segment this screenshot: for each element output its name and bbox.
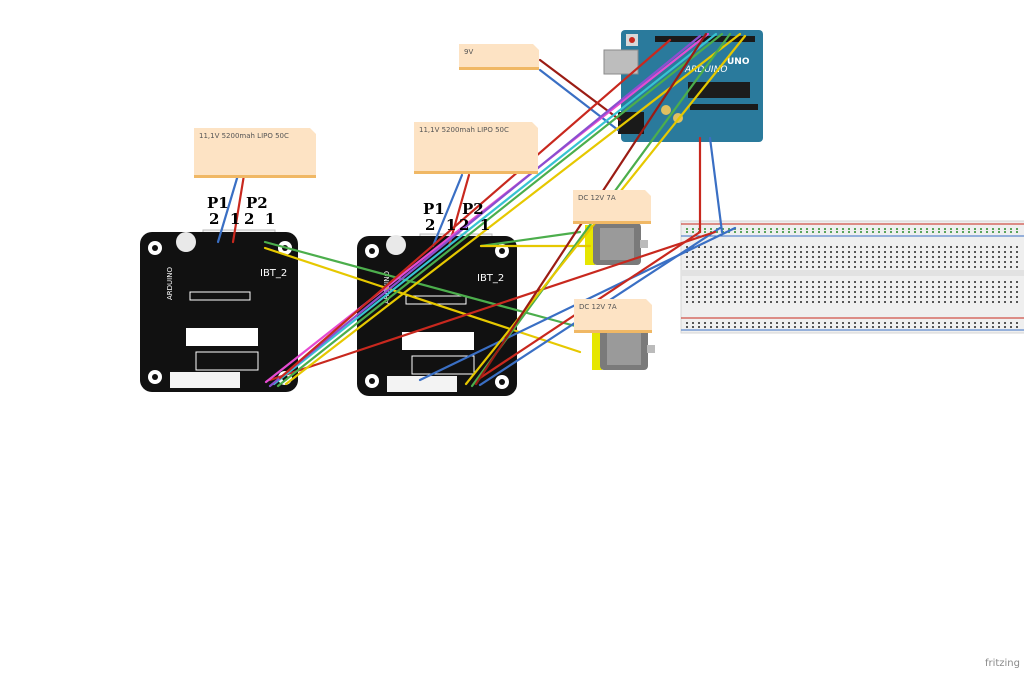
driver-left-name: IBT_2 xyxy=(260,268,287,279)
motor-top-label: DC 12V 7A xyxy=(578,194,616,202)
lipo-left-label: 11,1V 5200mah LIPO 50C xyxy=(199,132,289,140)
lipo-right-note[interactable]: 11,1V 5200mah LIPO 50C xyxy=(414,122,538,174)
driver-right-name: IBT_2 xyxy=(477,273,504,284)
motor-bottom-note[interactable]: DC 12V 7A xyxy=(574,299,652,333)
driver-right-p2-pins: 2 1 xyxy=(459,216,491,234)
fritzing-watermark: fritzing xyxy=(984,658,1020,669)
lipo-left-note[interactable]: 11,1V 5200mah LIPO 50C xyxy=(194,128,316,178)
breadboard[interactable] xyxy=(680,220,1024,334)
motor-bottom-label: DC 12V 7A xyxy=(579,303,617,311)
driver-right-p1-label: P1 xyxy=(423,200,445,218)
battery-9v-note[interactable]: 9V xyxy=(459,44,539,70)
driver-right-p1-pins: 2 1 xyxy=(425,216,457,234)
driver-left-p1-label: P1 xyxy=(207,194,229,212)
lipo-right-label: 11,1V 5200mah LIPO 50C xyxy=(419,126,509,134)
driver-left-p2-label: P2 xyxy=(246,194,268,212)
motor-driver-left[interactable]: IBT_2 ARDUINO xyxy=(140,229,298,392)
battery-9v-label: 9V xyxy=(464,48,474,56)
dc-motor-top[interactable] xyxy=(585,223,648,265)
arduino-brand-label: ARDUINO xyxy=(684,65,727,75)
dc-motor-bottom[interactable] xyxy=(592,328,655,370)
driver-right-p2-label: P2 xyxy=(462,200,484,218)
driver-left-p2-pins: 2 1 xyxy=(244,210,276,228)
motor-top-note[interactable]: DC 12V 7A xyxy=(573,190,651,224)
arduino-uno-board[interactable]: ARDUINO UNO xyxy=(603,30,763,142)
arduino-model-label: UNO xyxy=(727,57,750,67)
driver-left-p1-pins: 2 1 xyxy=(209,210,241,228)
driver-left-brand: ARDUINO xyxy=(166,267,174,300)
